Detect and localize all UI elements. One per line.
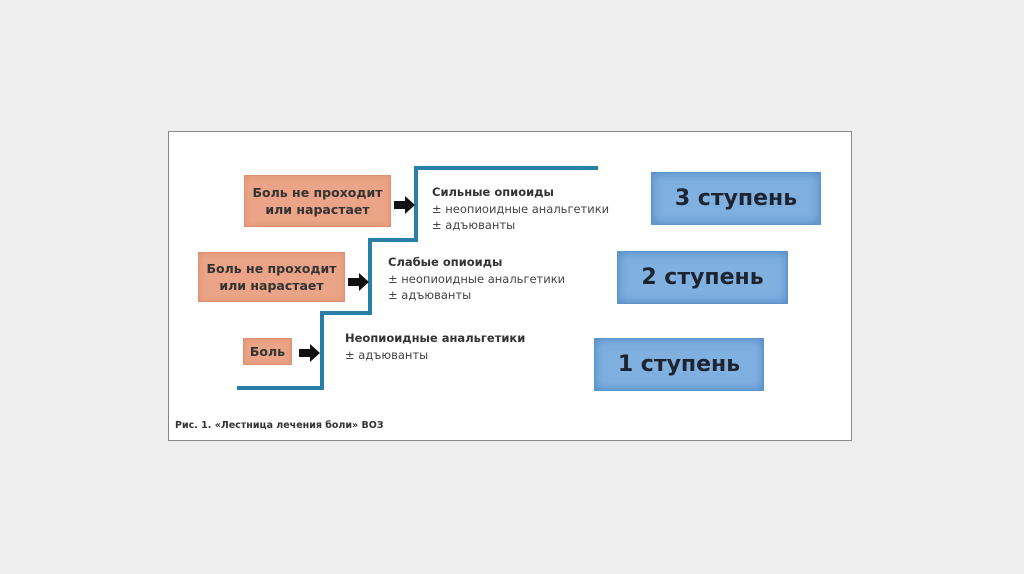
drug-add: ± неопиоидные анальгетики xyxy=(432,201,610,216)
step-3-drugs: Сильные опиоиды ± неопиоидные анальгетик… xyxy=(432,184,609,234)
drug-add: ± неопиоидные анальгетики xyxy=(388,271,566,286)
trigger-box-1: Боль xyxy=(243,338,292,365)
figure-caption: Рис. 1. «Лестница лечения боли» ВОЗ xyxy=(175,420,384,431)
step-1-drugs: Неопиоидные анальгетики ± адъюванты xyxy=(345,330,525,363)
step-2-label: 2 ступень xyxy=(617,251,788,304)
trigger-text: или нарастает xyxy=(265,202,370,217)
drug-title: Сильные опиоиды xyxy=(432,185,554,199)
step-1-label: 1 ступень xyxy=(594,338,764,391)
drug-add: ± адъюванты xyxy=(432,218,516,232)
stair-line xyxy=(237,166,598,390)
drug-add: ± адъюванты xyxy=(388,288,472,302)
drug-add: ± адъюванты xyxy=(345,347,429,362)
trigger-text: Боль не проходит xyxy=(206,261,337,276)
step-2-drugs: Слабые опиоиды ± неопиоидные анальгетики… xyxy=(388,254,565,304)
drug-title: Неопиоидные анальгетики xyxy=(345,331,526,345)
drug-title: Слабые опиоиды xyxy=(388,255,503,269)
arrow-icon xyxy=(348,273,369,291)
arrow-icon xyxy=(299,344,320,362)
arrow-icons xyxy=(299,196,415,362)
trigger-text: Боль xyxy=(249,344,286,359)
trigger-text: или нарастает xyxy=(219,278,324,293)
trigger-text: Боль не проходит xyxy=(252,185,383,200)
arrow-icon xyxy=(394,196,415,214)
step-3-label: 3 ступень xyxy=(651,172,821,225)
trigger-box-2: Боль не проходит или нарастает xyxy=(198,252,345,302)
trigger-box-3: Боль не проходит или нарастает xyxy=(244,175,391,227)
